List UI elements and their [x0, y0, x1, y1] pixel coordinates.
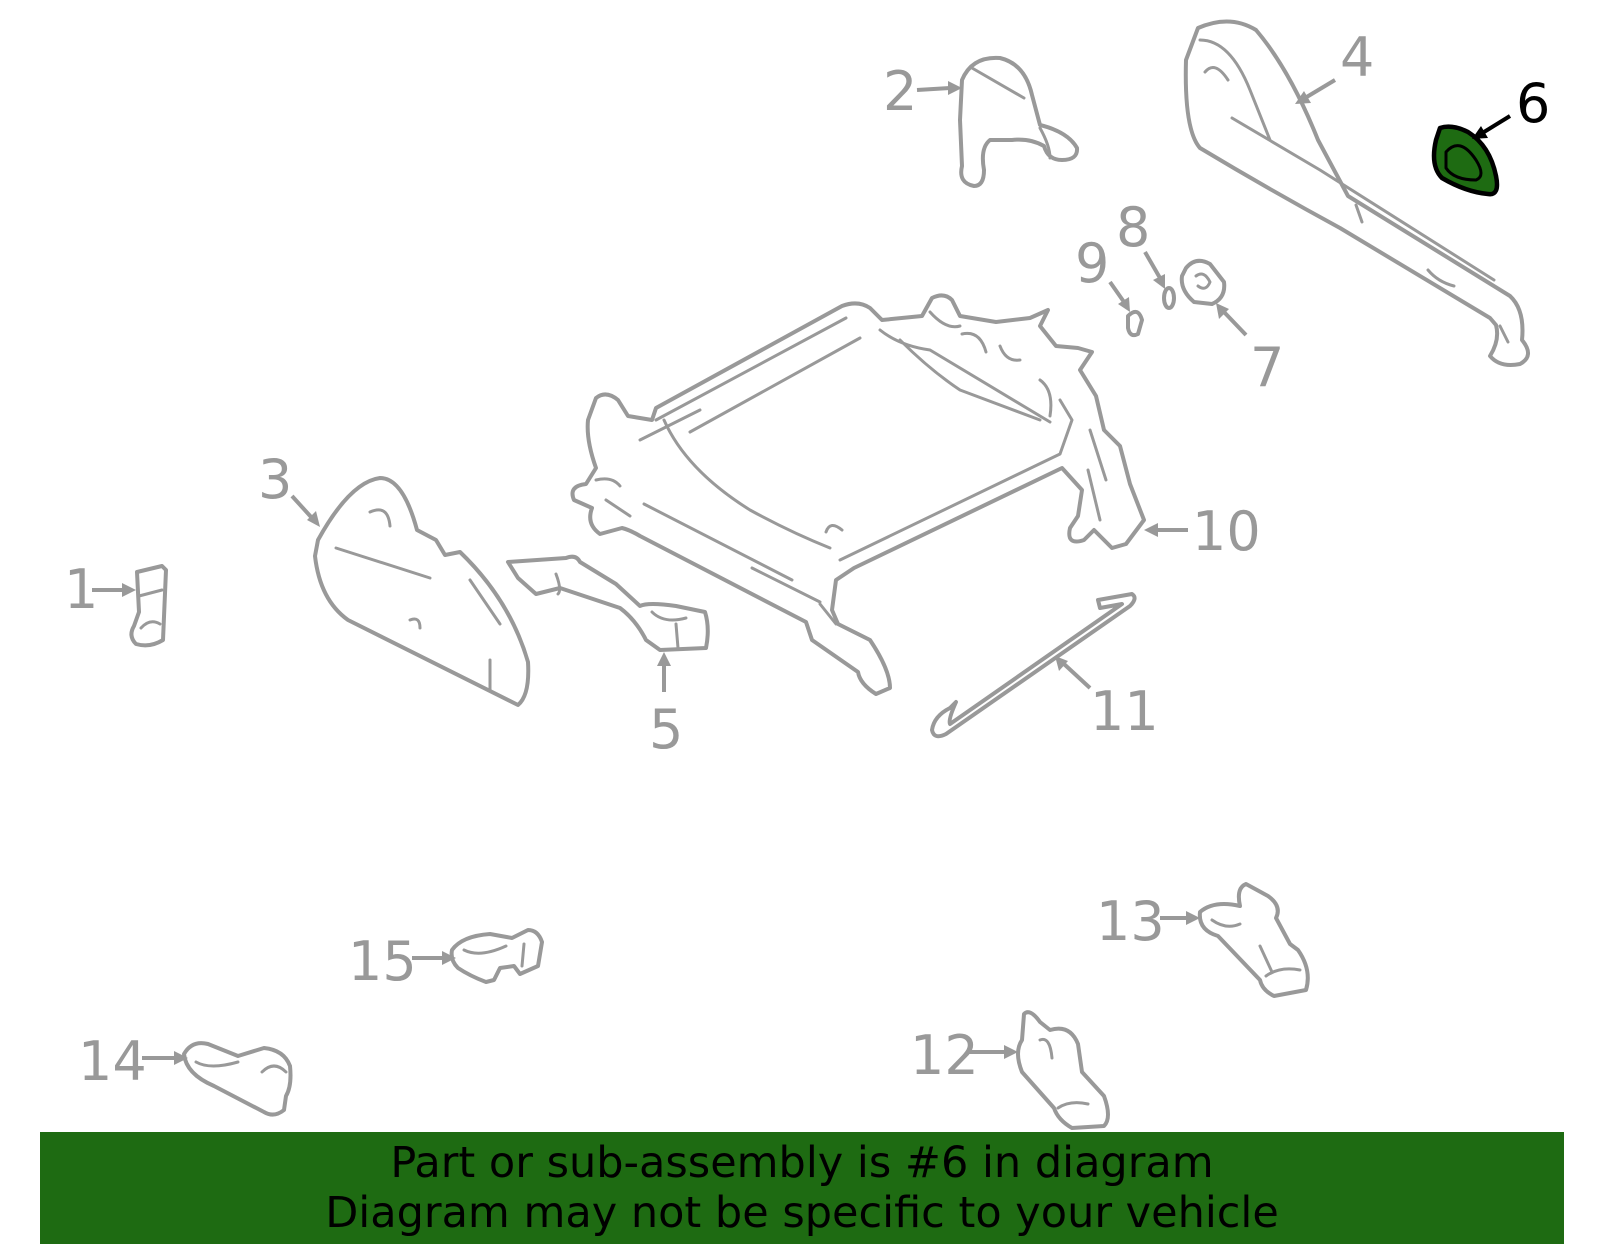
- callout-14-number: 14: [78, 1030, 147, 1093]
- callout-1-number: 1: [64, 558, 98, 621]
- part-4-frame-bar[interactable]: [1183, 19, 1530, 367]
- callout-3-number: 3: [258, 448, 292, 511]
- part-3-side-shield[interactable]: [313, 476, 531, 707]
- part-7-nut[interactable]: [1179, 258, 1227, 306]
- part-6-knob[interactable]: [1431, 124, 1500, 197]
- callout-12-leader: [968, 1045, 1018, 1059]
- callout-2-number: 2: [883, 60, 917, 123]
- callout-11-leader: [1055, 656, 1092, 690]
- callout-15-leader: [412, 951, 456, 965]
- part-8-washer[interactable]: [1162, 286, 1176, 310]
- info-banner: Part or sub-assembly is #6 in diagram Di…: [40, 1132, 1564, 1244]
- part-15-cover[interactable]: [449, 928, 544, 984]
- part-9-clip[interactable]: [1126, 309, 1144, 338]
- callout-15-number: 15: [348, 930, 417, 993]
- part-12-cover[interactable]: [1016, 1010, 1110, 1130]
- callout-13-leader: [1160, 911, 1200, 925]
- part-5-lever[interactable]: [506, 554, 710, 652]
- part-14-cover[interactable]: [182, 1041, 293, 1117]
- callout-8-leader: [1143, 251, 1165, 289]
- callout-6-number: 6: [1516, 72, 1550, 135]
- callout-8-number: 8: [1116, 196, 1150, 259]
- part-10-frame[interactable]: [570, 293, 1146, 696]
- callout-1-leader: [92, 583, 136, 597]
- callout-2-leader: [916, 81, 962, 95]
- part-13-cover[interactable]: [1197, 882, 1310, 998]
- part-11-rod[interactable]: [930, 592, 1137, 739]
- banner-line-2: Diagram may not be specific to your vehi…: [325, 1188, 1279, 1238]
- callout-11-number: 11: [1090, 680, 1159, 743]
- callout-7-leader: [1216, 303, 1248, 337]
- part-2-cover[interactable]: [958, 55, 1080, 188]
- callout-4-leader: [1295, 78, 1337, 104]
- callout-13-number: 13: [1096, 890, 1165, 953]
- callout-3-leader: [290, 494, 320, 527]
- callout-7-number: 7: [1250, 336, 1284, 399]
- callout-14-leader: [142, 1051, 188, 1065]
- callout-6-leader: [1472, 114, 1512, 139]
- callout-12-number: 12: [910, 1024, 979, 1087]
- callout-9-number: 9: [1075, 232, 1109, 295]
- callout-10-number: 10: [1192, 500, 1261, 563]
- callout-10-leader: [1144, 523, 1188, 537]
- callout-5-number: 5: [649, 698, 683, 761]
- part-1-bracket[interactable]: [129, 564, 168, 648]
- callout-9-leader: [1108, 280, 1130, 312]
- callout-5-leader: [657, 652, 671, 692]
- callout-4-number: 4: [1340, 26, 1374, 89]
- banner-line-1: Part or sub-assembly is #6 in diagram: [390, 1138, 1214, 1188]
